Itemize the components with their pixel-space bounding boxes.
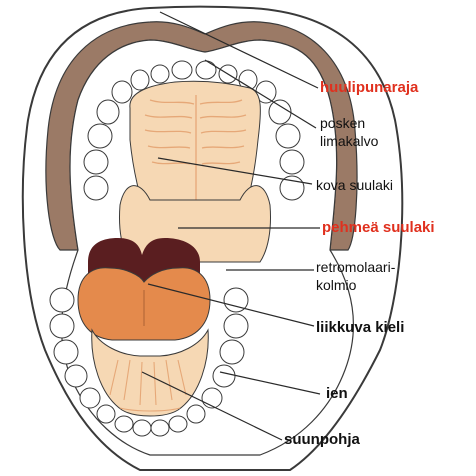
tooth-icon [112,81,132,103]
tooth-icon [280,150,304,174]
label-gum: ien [326,385,348,402]
tooth-icon [97,405,115,423]
tooth-icon [97,100,119,124]
tooth-icon [269,100,291,124]
tooth-icon [54,340,78,364]
label-mouth-floor: suunpohja [284,431,360,448]
label-cheek-mucosa-line1: posken [320,115,365,131]
tooth-icon [220,340,244,364]
label-hard-palate: kova suulaki [316,177,393,193]
tooth-icon [151,420,169,436]
tooth-icon [115,416,133,432]
tooth-icon [196,61,216,79]
label-mobile-tongue: liikkuva kieli [316,319,404,336]
tooth-icon [169,416,187,432]
tooth-icon [80,388,100,408]
tooth-icon [84,150,108,174]
tooth-icon [84,176,108,200]
tooth-icon [224,314,248,338]
label-retromolar-line1: retromolaari- [316,259,396,275]
tooth-icon [202,388,222,408]
tooth-icon [65,365,87,387]
label-cheek-mucosa-line2: limakalvo [320,133,379,149]
tooth-icon [50,314,74,338]
label-lip-border: huulipunaraja [320,79,419,96]
tooth-icon [50,288,74,312]
tooth-icon [88,124,112,148]
tooth-icon [213,365,235,387]
tooth-icon [276,124,300,148]
tooth-icon [151,65,169,83]
label-soft-palate: pehmeä suulaki [322,219,435,236]
tooth-icon [172,61,192,79]
label-retromolar-line2: kolmio [316,277,357,293]
tooth-icon [131,70,149,90]
tooth-icon [187,405,205,423]
tooth-icon [133,420,151,436]
